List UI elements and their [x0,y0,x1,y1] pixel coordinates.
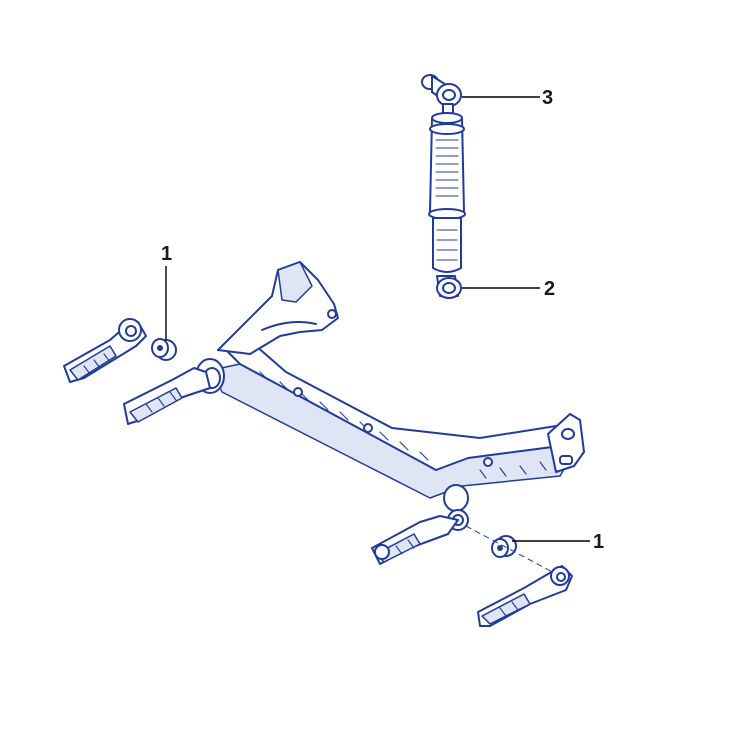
shock-lower-hatching [436,229,458,261]
assembly-axis-line [465,525,561,577]
shock-absorber[interactable] [421,74,466,299]
callout-label-bushing-right: 1 [593,531,604,553]
shock-upper-eye[interactable] [421,74,462,107]
right-lower-bracket[interactable] [477,565,573,627]
right-upper-bracket[interactable] [371,515,459,565]
shock-body-hatching [435,139,459,197]
callout-label-shock-lower: 2 [544,278,555,300]
bushing-left[interactable] [151,338,177,361]
left-lower-bracket[interactable] [123,367,211,425]
shock-lower-eye[interactable] [436,275,462,299]
beam-hatching [259,371,547,479]
left-upper-bracket[interactable] [63,318,147,383]
callout-label-bushing-left: 1 [161,243,172,265]
bushing-right[interactable] [491,535,517,558]
rear-axle-beam[interactable] [195,261,585,531]
callout-label-shock-upper: 3 [542,87,553,109]
